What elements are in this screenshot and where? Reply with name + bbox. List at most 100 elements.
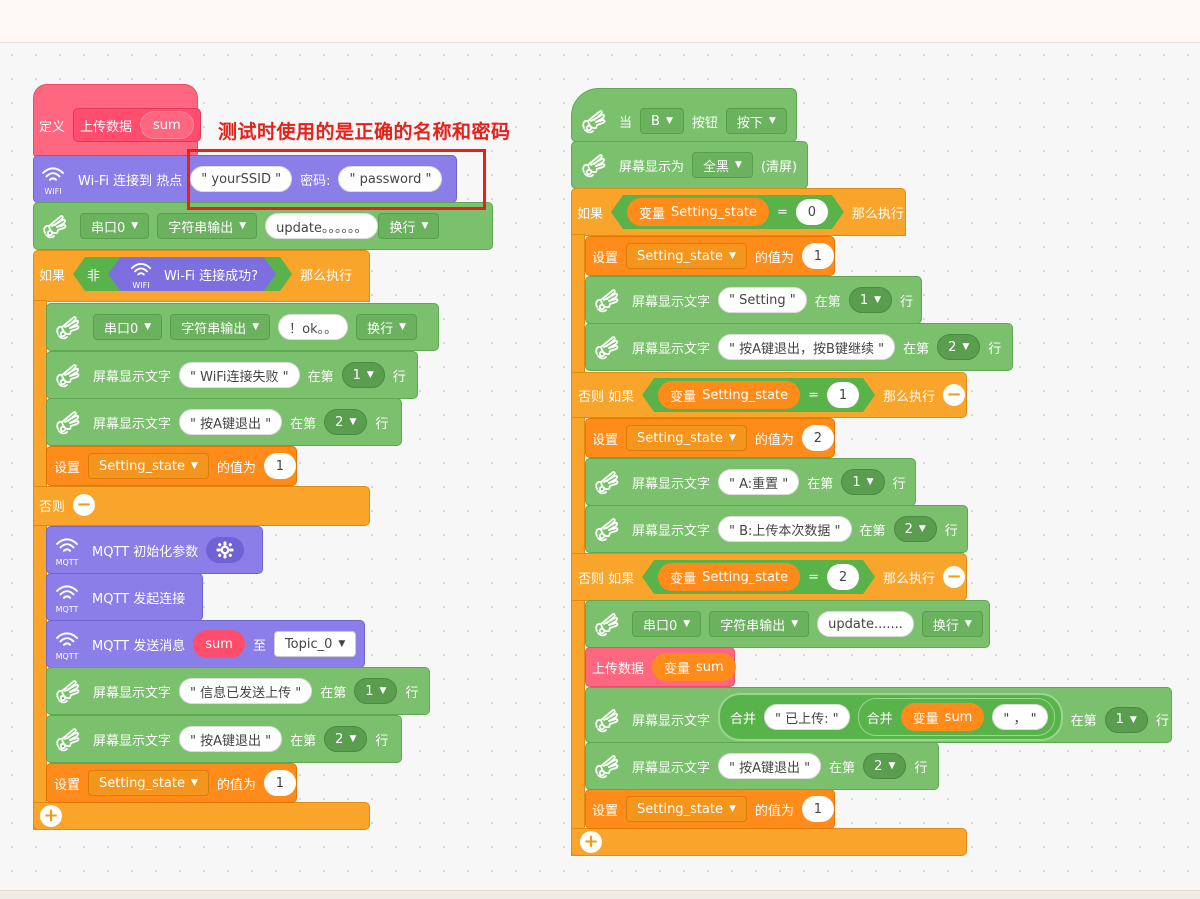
if-elif-spine [571,234,585,856]
line-dropdown[interactable]: 2▼ [893,516,937,542]
line-dropdown[interactable]: 1▼ [1104,706,1148,733]
join-text-1[interactable]: " 已上传: " [764,704,850,730]
minus-icon[interactable]: − [73,494,96,516]
line-dropdown[interactable]: 1▼ [848,287,893,313]
define-label: 定义 [39,119,66,135]
screen-text-input[interactable]: " B:上传本次数据 " [718,516,852,542]
join-text-2[interactable]: " ， " [992,704,1048,730]
wifi-icon: WIFI [126,259,156,290]
screen-text-input[interactable]: " 按A键退出 " [179,409,283,435]
newline-dropdown[interactable]: 换行▼ [378,213,440,239]
password-input[interactable]: " password " [338,166,443,192]
newline-dropdown[interactable]: 换行▼ [921,611,983,637]
hand-icon [590,749,624,783]
line-dropdown[interactable]: 2▼ [324,409,368,435]
not-operator[interactable]: 非 WIFI Wi-Fi 连接成功? [73,257,292,291]
compare-value[interactable]: 2 [827,564,859,590]
else-label: 否则 [39,499,66,515]
annotation-text: 测试时使用的是正确的名称和密码 [218,121,511,143]
hand-icon [51,310,85,344]
wifi-icon: MQTT [50,575,84,619]
line-dropdown[interactable]: 1▼ [341,362,385,388]
value-input[interactable]: 1 [801,243,834,269]
screen-text-input[interactable]: " 信息已发送上传 " [179,678,313,704]
compare-value[interactable]: 0 [796,199,828,225]
variable-dropdown[interactable]: Setting_state▼ [88,453,209,479]
mode-dropdown[interactable]: 字符串输出▼ [709,611,810,637]
line-dropdown[interactable]: 2▼ [863,753,907,779]
function-name: 上传数据 [80,119,133,135]
line-dropdown[interactable]: 2▼ [937,334,981,360]
serial-text-input[interactable]: update。。。。。。 [265,213,379,239]
port-dropdown[interactable]: 串口0▼ [80,213,150,239]
serial-text-input[interactable]: update....... [817,611,914,637]
param-sum[interactable]: sum [140,111,194,139]
screen-text-input[interactable]: " 按A键退出 " [179,726,283,752]
mode-dropdown[interactable]: 字符串输出▼ [157,213,258,239]
value-input[interactable]: 1 [801,796,834,822]
plus-icon[interactable]: + [580,831,602,853]
wifi-connected-check[interactable]: WIFI Wi-Fi 连接成功? [108,255,276,293]
mode-dropdown[interactable]: 字符串输出▼ [170,314,271,340]
wifi-icon: WIFI [36,157,70,201]
topic-dropdown[interactable]: Topic_0▼ [273,631,357,657]
compare-value[interactable]: 1 [827,382,859,408]
screen-text-input[interactable]: " WiFi连接失败 " [179,362,300,388]
line-dropdown[interactable]: 1▼ [841,469,885,495]
value-input[interactable]: 2 [801,425,834,451]
bottom-bar [0,890,1200,899]
variable-dropdown[interactable]: Setting_state▼ [626,796,747,822]
newline-dropdown[interactable]: 换行▼ [356,314,418,340]
screen-fill-block[interactable] [571,141,808,189]
fill-mode-dropdown[interactable]: 全黑▼ [692,152,753,178]
line-dropdown[interactable]: 2▼ [324,726,368,752]
variable-dropdown[interactable]: Setting_state▼ [626,243,747,269]
screen-text-input[interactable]: " A:重置 " [718,469,800,495]
minus-icon[interactable]: − [943,384,966,406]
hand-icon [590,283,624,317]
if-label: 如果 [39,268,66,284]
function-name-box: 上传数据 sum [73,108,201,142]
hand-icon [51,358,85,392]
port-dropdown[interactable]: 串口0▼ [632,611,702,637]
hand-icon [51,722,85,756]
state-dropdown[interactable]: 按下▼ [725,108,787,134]
hand-icon [590,512,624,546]
plus-icon[interactable]: + [40,805,62,827]
screen-text-input[interactable]: " Setting " [718,287,807,313]
message-sum[interactable]: sum [193,630,245,658]
value-input[interactable]: 1 [263,453,296,479]
minus-icon[interactable]: − [943,566,966,588]
screen-text-input[interactable]: " 按A键退出，按B键继续 " [718,334,896,360]
if-else-spine [33,300,47,830]
variable-dropdown[interactable]: Setting_state▼ [626,425,747,451]
gear-icon[interactable] [206,537,245,563]
then-label: 那么执行 [300,268,353,284]
value-input[interactable]: 1 [263,770,296,796]
port-dropdown[interactable]: 串口0▼ [93,314,163,340]
screen-text-input[interactable]: " 按A键退出 " [718,753,822,779]
variable-dropdown[interactable]: Setting_state▼ [88,770,209,796]
password-label: 密码: [300,173,331,189]
hand-icon [51,405,85,439]
button-dropdown[interactable]: B▼ [640,108,684,134]
hand-icon [38,209,72,243]
serial-text-input[interactable]: ！ok。。 [278,314,349,340]
line-dropdown[interactable]: 1▼ [354,678,398,704]
ssid-input[interactable]: " yourSSID " [190,166,293,192]
hand-icon [577,104,611,138]
hand-icon [51,674,85,708]
if-bottom[interactable] [33,802,370,830]
hand-icon [577,148,611,182]
if-bottom[interactable] [571,828,967,856]
